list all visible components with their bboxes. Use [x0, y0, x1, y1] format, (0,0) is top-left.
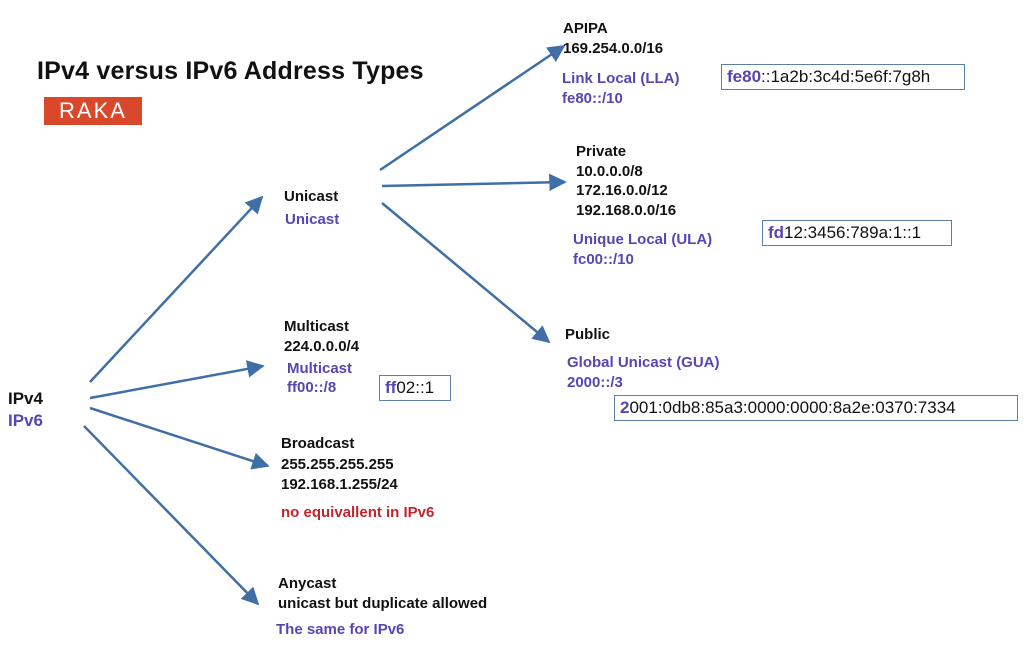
- global-unicast-example-address: 2001:0db8:85a3:0000:0000:8a2e:0370:7334: [614, 395, 1018, 421]
- unicast-ipv6-label: Unicast: [285, 211, 340, 228]
- link-local-range: fe80::/10: [562, 90, 623, 107]
- arrow-root-to-multicast: [89, 360, 265, 400]
- anycast-label: Anycast: [278, 575, 337, 592]
- global-unicast-label: Global Unicast (GUA): [567, 354, 720, 371]
- unicast-ipv4-label: Unicast: [284, 188, 339, 205]
- private-range-1: 10.0.0.0/8: [576, 163, 643, 180]
- address-prefix: fd: [768, 223, 785, 242]
- multicast-ipv6-range: ff00::/8: [287, 379, 337, 396]
- arrow-unicast-to-apipa: [379, 44, 566, 172]
- multicast-ipv4-range: 224.0.0.0/4: [284, 338, 360, 355]
- arrow-root-to-anycast: [83, 425, 260, 606]
- raka-logo: RAKA: [44, 97, 142, 125]
- address-rest: 12:3456:789a:1::1: [784, 223, 922, 242]
- address-prefix: 2: [620, 398, 630, 417]
- private-range-3: 192.168.0.0/16: [576, 202, 677, 219]
- link-local-example-address: fe80::1a2b:3c4d:5e6f:7g8h: [721, 64, 965, 90]
- multicast-example-address: ff02::1: [379, 375, 451, 401]
- address-prefix: ff: [385, 378, 397, 397]
- broadcast-label: Broadcast: [281, 435, 355, 452]
- anycast-description: unicast but duplicate allowed: [278, 595, 488, 612]
- root-ipv4-label: IPv4: [8, 389, 43, 408]
- broadcast-range-1: 255.255.255.255: [281, 456, 394, 473]
- private-range-2: 172.16.0.0/12: [576, 182, 668, 199]
- multicast-ipv6-label: Multicast: [287, 360, 353, 377]
- arrow-unicast-to-public: [381, 202, 551, 344]
- arrow-unicast-to-private: [381, 173, 567, 192]
- unique-local-range: fc00::/10: [573, 251, 634, 268]
- public-label: Public: [565, 326, 611, 343]
- broadcast-ipv6-note: no equivallent in IPv6: [281, 504, 435, 521]
- diagram-title: IPv4 versus IPv6 Address Types: [37, 57, 424, 85]
- unique-local-example-address: fd12:3456:789a:1::1: [762, 220, 952, 246]
- address-prefix: fe80: [727, 67, 762, 86]
- private-label: Private: [576, 143, 627, 160]
- apipa-label: APIPA: [563, 20, 608, 37]
- arrow-root-to-unicast: [89, 195, 264, 383]
- anycast-ipv6-note: The same for IPv6: [276, 621, 405, 638]
- global-unicast-range: 2000::/3: [567, 374, 623, 391]
- multicast-ipv4-label: Multicast: [284, 318, 350, 335]
- link-local-label: Link Local (LLA): [562, 70, 680, 87]
- address-rest: 001:0db8:85a3:0000:0000:8a2e:0370:7334: [629, 398, 956, 417]
- apipa-range: 169.254.0.0/16: [563, 40, 664, 57]
- arrow-root-to-broadcast: [89, 406, 270, 470]
- unique-local-label: Unique Local (ULA): [573, 231, 713, 248]
- root-ipv6-label: IPv6: [8, 411, 43, 430]
- address-rest: ::1a2b:3c4d:5e6f:7g8h: [761, 67, 931, 86]
- broadcast-range-2: 192.168.1.255/24: [281, 476, 398, 493]
- address-rest: 02::1: [396, 378, 435, 397]
